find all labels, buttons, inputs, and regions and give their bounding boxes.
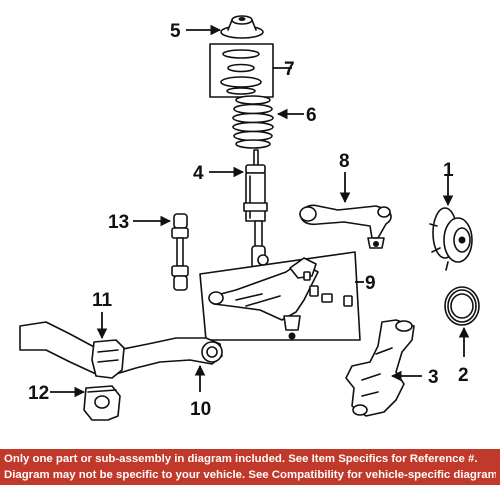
callout-1: 1 — [443, 160, 454, 181]
stabilizer-link — [171, 213, 189, 291]
wheel-bearing-seal — [444, 286, 480, 326]
hub-bearing — [429, 207, 473, 271]
strut-assembly — [243, 149, 269, 269]
callout-13: 13 — [108, 212, 129, 233]
stabilizer-bushing — [83, 385, 121, 421]
stabilizer-bar — [19, 321, 223, 379]
callout-2: 2 — [458, 365, 469, 386]
callout-12: 12 — [28, 383, 49, 404]
spring-upper-components — [209, 43, 274, 98]
callout-3: 3 — [428, 367, 439, 388]
callout-5: 5 — [170, 21, 181, 42]
callout-7: 7 — [284, 59, 295, 80]
suspension-parts-diagram: 5 7 6 4 8 1 13 9 11 3 2 12 10 — [19, 15, 480, 421]
coil-spring — [232, 95, 274, 149]
callout-9: 9 — [365, 273, 376, 294]
disclaimer-line-1: Only one part or sub-assembly in diagram… — [4, 453, 478, 465]
callout-8: 8 — [339, 151, 350, 172]
callout-11: 11 — [92, 290, 113, 311]
disclaimer-banner: Only one part or sub-assembly in diagram… — [0, 449, 500, 485]
callout-10: 10 — [190, 399, 211, 420]
lower-control-arm-kit — [199, 251, 361, 341]
strut-mount — [220, 15, 264, 39]
callout-6: 6 — [306, 105, 317, 126]
steering-knuckle — [345, 319, 415, 417]
callout-4: 4 — [193, 163, 204, 184]
upper-control-arm — [299, 204, 392, 249]
disclaimer-line-2: Diagram may not be specific to your vehi… — [4, 469, 496, 481]
